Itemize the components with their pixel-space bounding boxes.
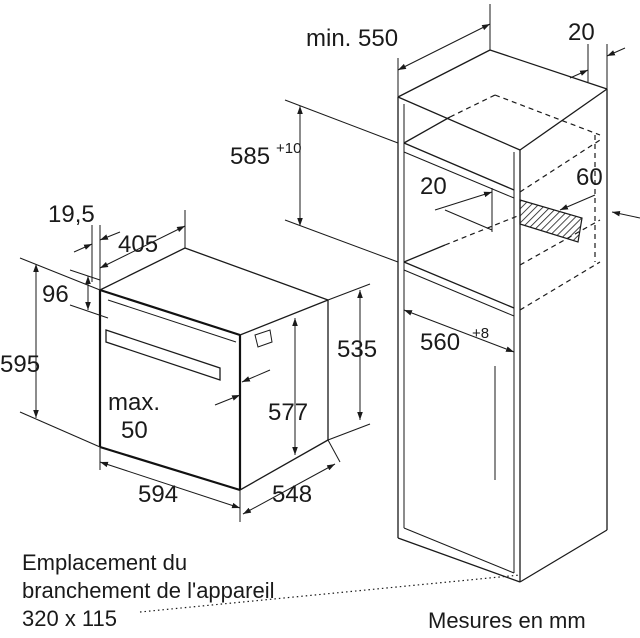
tall-cabinet <box>397 49 608 583</box>
dim-max-label: max. <box>108 389 160 416</box>
dim-20-mid: 20 <box>420 173 447 200</box>
notes: Emplacement du branchement de l'appareil… <box>22 550 586 633</box>
dim-560-tolerance: +8 <box>472 325 489 342</box>
dim-577: 577 <box>268 399 308 426</box>
dim-405: 405 <box>118 231 158 258</box>
dim-max-value: 50 <box>121 417 148 444</box>
dim-20-top: 20 <box>568 19 595 46</box>
dim-96: 96 <box>42 281 69 308</box>
dim-585: 585 <box>230 143 270 170</box>
dim-585-tolerance: +10 <box>276 140 301 157</box>
dim-min-550: min. 550 <box>306 25 398 52</box>
dim-595: 595 <box>0 351 40 378</box>
connection-note-line1: Emplacement du <box>22 550 187 575</box>
dim-19-5: 19,5 <box>48 201 95 228</box>
dim-548: 548 <box>272 481 312 508</box>
dim-594: 594 <box>138 481 178 508</box>
dimension-labels: min. 550 20 585 +10 20 60 19,5 405 96 59… <box>0 19 603 508</box>
connection-note-line2: branchement de l'appareil <box>22 578 274 603</box>
connection-note-line3: 320 x 115 <box>22 606 117 631</box>
dimension-lines <box>19 4 640 613</box>
dim-560: 560 <box>420 329 460 356</box>
units-note: Mesures en mm <box>428 608 586 633</box>
dim-60: 60 <box>576 164 603 191</box>
dim-535: 535 <box>337 336 377 363</box>
oven <box>98 247 329 492</box>
